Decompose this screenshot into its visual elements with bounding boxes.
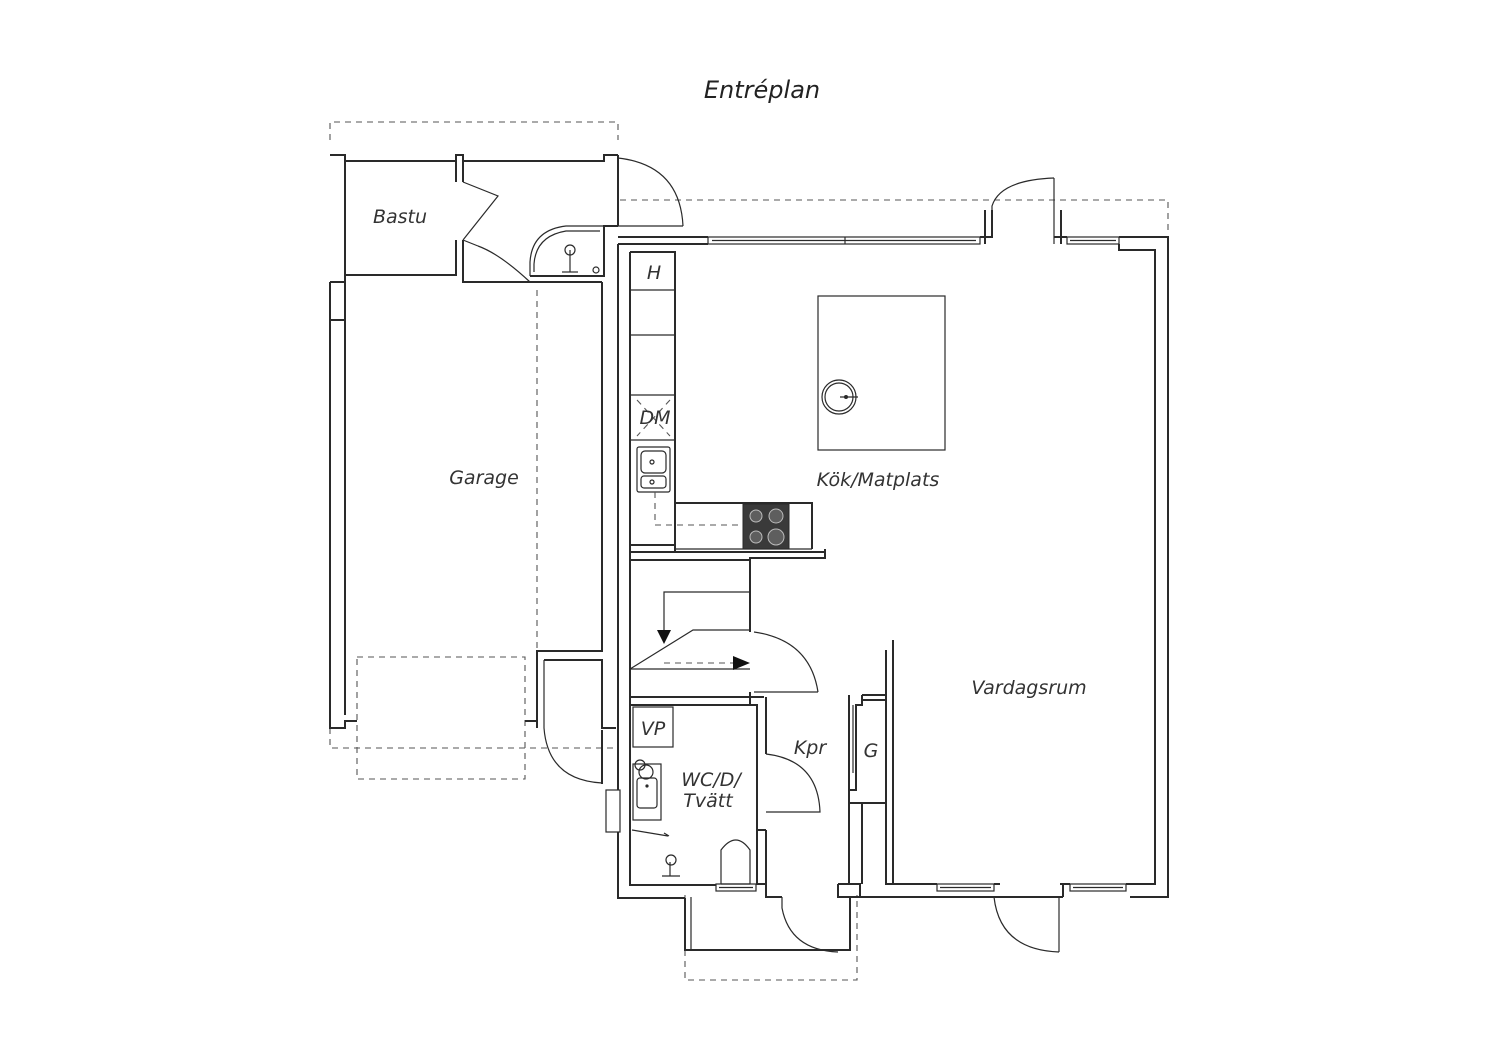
label-wc-line1: WC/D/ (681, 769, 743, 791)
bastu-room (330, 154, 618, 283)
top-entrance-door (617, 155, 684, 227)
label-dm: DM (639, 407, 670, 429)
label-kpr: Kpr (794, 737, 828, 759)
label-h: H (647, 262, 661, 284)
label-vp: VP (641, 718, 666, 740)
entrance-step (690, 897, 851, 950)
eave-outlines (329, 121, 1169, 981)
label-bastu: Bastu (373, 206, 427, 228)
label-kitchen: Kök/Matplats (817, 469, 940, 491)
label-garage: Garage (449, 467, 519, 489)
label-living-room: Vardagsrum (971, 677, 1086, 699)
kitchen-fixtures (630, 289, 826, 570)
wc-room (605, 697, 821, 885)
label-g: G (864, 740, 879, 762)
stairs (629, 559, 819, 705)
kitchen-island (817, 295, 946, 451)
plan-title: Entréplan (704, 76, 820, 104)
house-walls (617, 177, 1169, 953)
shower (529, 225, 618, 277)
hall-closet (848, 640, 894, 885)
garage-room (329, 281, 616, 784)
label-wc-line2: Tvätt (683, 790, 734, 812)
